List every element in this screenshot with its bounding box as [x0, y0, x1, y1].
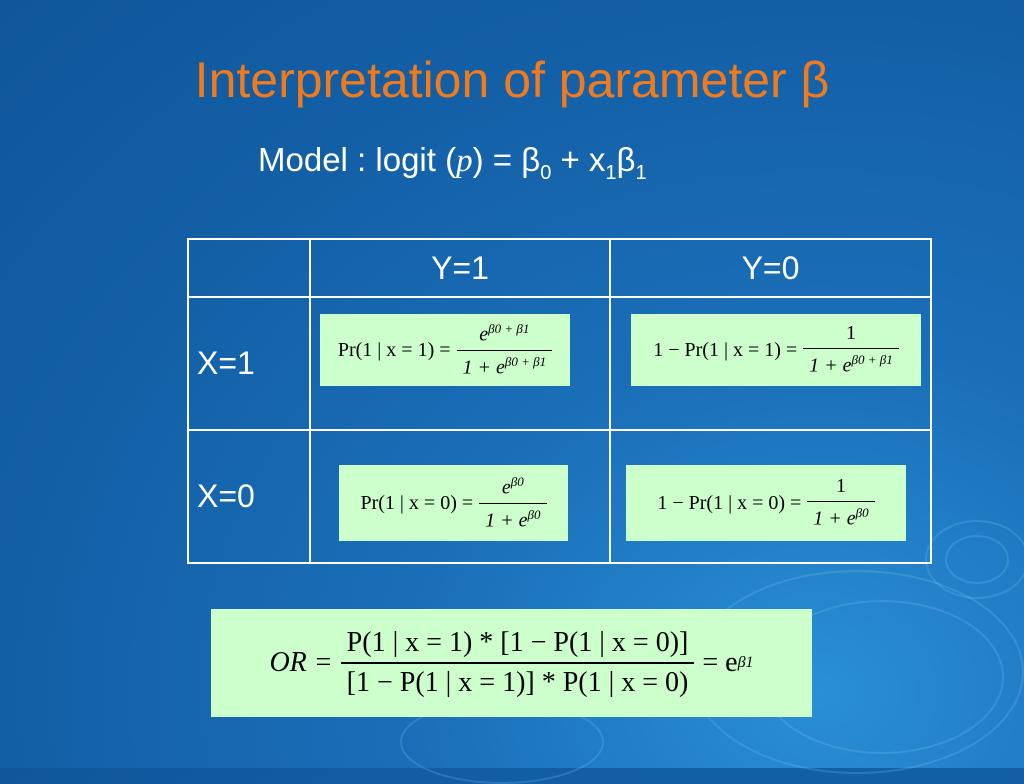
odds-ratio-denominator: [1 − P(1 | x = 1)] * P(1 | x = 0) — [340, 662, 695, 699]
model-equation: Model : logit (p) = β0 + x1β1 — [258, 140, 647, 184]
formula-complement-x0: 1 − Pr(1 | x = 0) = 1 1 + eβ0 — [626, 465, 906, 541]
formula-pr-x1: Pr(1 | x = 1) = eβ0 + β1 1 + eβ0 + β1 — [320, 314, 570, 386]
odds-ratio-lhs: OR = — [269, 647, 333, 678]
probability-table: Y=1 Y=0 X=1 Pr(1 | x = 1) = eβ0 + β1 1 +… — [187, 238, 932, 564]
model-mid: ) = β — [472, 141, 541, 178]
cell-x0-y0: 1 − Pr(1 | x = 0) = 1 1 + eβ0 — [609, 429, 932, 564]
model-beta: β — [616, 141, 636, 178]
model-plus: + x — [551, 141, 606, 178]
header-y1: Y=1 — [309, 238, 611, 298]
formula-complement-x1: 1 − Pr(1 | x = 1) = 1 1 + eβ0 + β1 — [631, 314, 921, 386]
odds-ratio-rhs-exp: β1 — [737, 654, 754, 671]
cell-x1-y1: Pr(1 | x = 1) = eβ0 + β1 1 + eβ0 + β1 — [309, 296, 611, 431]
formula-pr-x0: Pr(1 | x = 0) = eβ0 1 + eβ0 — [339, 465, 568, 541]
row-label-x1: X=1 — [187, 296, 311, 431]
odds-ratio-rhs: = e — [702, 647, 738, 678]
model-prefix: Model : logit ( — [258, 141, 457, 178]
model-sub1a: 1 — [605, 162, 617, 184]
row-label-x0: X=0 — [187, 429, 311, 564]
odds-ratio-numerator: P(1 | x = 1) * [1 − P(1 | x = 0)] — [346, 627, 689, 658]
header-y0: Y=0 — [609, 238, 932, 298]
slide-title: Interpretation of parameter β — [194, 52, 830, 108]
cell-x1-y0: 1 − Pr(1 | x = 1) = 1 1 + eβ0 + β1 — [609, 296, 932, 431]
model-sub0: 0 — [540, 162, 552, 184]
model-sub1b: 1 — [635, 162, 647, 184]
odds-ratio-formula: OR = P(1 | x = 1) * [1 − P(1 | x = 0)] [… — [211, 609, 812, 717]
cell-x0-y1: Pr(1 | x = 0) = eβ0 1 + eβ0 — [309, 429, 611, 564]
model-p: p — [456, 143, 473, 179]
table-corner-cell — [187, 238, 311, 298]
